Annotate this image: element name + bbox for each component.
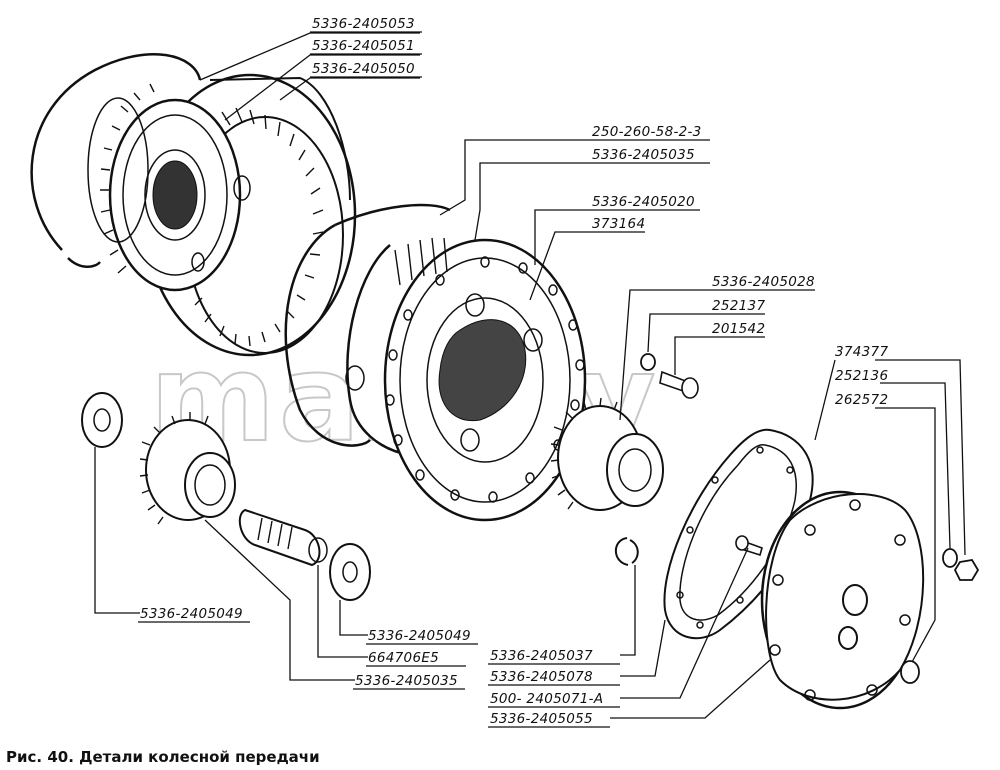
label-5336-2405051: 5336-2405051 — [312, 38, 415, 54]
sun-gear — [550, 397, 664, 511]
cover — [760, 490, 925, 710]
label-5336-2405053: 5336-2405053 — [312, 16, 415, 32]
part-labels: 5336-2405053 5336-2405051 5336-2405050 2… — [138, 16, 888, 728]
label-5336-2405049-center: 5336-2405049 — [368, 628, 471, 644]
label-5336-2405035-top: 5336-2405035 — [592, 147, 695, 163]
label-5336-2405028: 5336-2405028 — [712, 274, 815, 290]
label-5336-2405049-left: 5336-2405049 — [140, 606, 243, 622]
ring-gear-assembly — [87, 73, 357, 357]
label-5336-2405078: 5336-2405078 — [490, 669, 593, 685]
retaining-ring — [30, 53, 202, 268]
label-5336-2405055: 5336-2405055 — [490, 711, 593, 727]
label-5336-2405035-bottom: 5336-2405035 — [355, 673, 458, 689]
label-250-260-58-2-3: 250-260-58-2-3 — [592, 124, 702, 140]
label-500-2405071-A: 500- 2405071-A — [490, 691, 603, 707]
label-201542: 201542 — [712, 321, 765, 337]
planet-gear-left — [139, 412, 236, 525]
shaft-washer — [329, 543, 371, 601]
label-5336-2405050: 5336-2405050 — [312, 61, 415, 77]
thrust-washer — [81, 392, 123, 448]
stud — [735, 535, 763, 557]
label-373164: 373164 — [592, 216, 645, 232]
label-252137: 252137 — [712, 298, 765, 314]
gasket — [663, 428, 814, 640]
plug-262572 — [900, 660, 920, 684]
label-5336-2405020: 5336-2405020 — [592, 194, 695, 210]
figure-caption: Рис. 40. Детали колесной передачи — [6, 748, 320, 766]
label-374377: 374377 — [835, 344, 888, 360]
label-5336-2405037: 5336-2405037 — [490, 648, 593, 664]
planet-carrier — [345, 237, 587, 522]
washer-252137 — [640, 353, 656, 371]
leader-lines — [94, 32, 966, 719]
label-262572: 262572 — [835, 392, 888, 408]
o-ring — [284, 203, 451, 447]
label-252136: 252136 — [835, 368, 888, 384]
washer-252136 — [942, 548, 958, 568]
bolt-201542 — [659, 370, 699, 399]
circlip — [614, 537, 639, 566]
label-664706E5: 664706E5 — [368, 650, 439, 666]
nut-374377 — [953, 559, 980, 581]
planet-shaft — [238, 508, 328, 567]
